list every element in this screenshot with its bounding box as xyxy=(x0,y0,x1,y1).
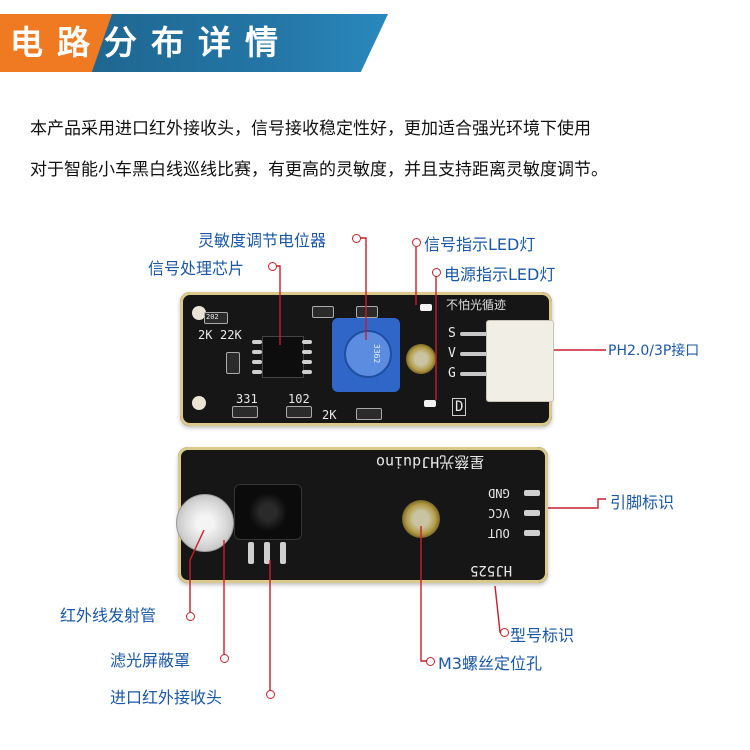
leader-potentiometer xyxy=(356,237,367,340)
chip-pin xyxy=(252,370,262,374)
receiver-lead xyxy=(264,542,270,564)
chip-pin xyxy=(302,350,312,354)
smd-resistor xyxy=(356,306,378,318)
leader-dot xyxy=(266,690,275,699)
potentiometer-knob xyxy=(344,330,392,378)
silk-2k-label-2: 2K xyxy=(322,408,337,422)
label-model-id: 型号标识 xyxy=(510,626,575,645)
label-ir-emitter: 红外线发射管 xyxy=(60,606,157,625)
pin-label-s: S xyxy=(448,326,456,341)
chip-pin xyxy=(252,350,262,354)
edge-pin-pad xyxy=(524,530,540,536)
label-potentiometer: 灵敏度调节电位器 xyxy=(198,231,327,250)
silk-2k-label: 2K xyxy=(198,328,213,342)
connector-pin xyxy=(460,352,490,356)
page-title: 电路分布详情 xyxy=(10,23,292,62)
smd-resistor xyxy=(204,312,228,324)
mount-hole-bottom-left xyxy=(192,396,206,410)
leader-dot xyxy=(352,234,361,243)
leader-chip xyxy=(272,265,281,345)
label-chip: 信号处理芯片 xyxy=(148,259,245,278)
label-pin-id: 引脚标识 xyxy=(610,493,675,512)
silk-22k-label: 22K xyxy=(220,328,242,342)
smd-resistor xyxy=(226,352,240,374)
label-signal-led: 信号指示LED灯 xyxy=(424,235,536,254)
chip-pin xyxy=(302,360,312,364)
label-filter-cover: 滤光屏蔽罩 xyxy=(110,651,191,670)
smd-resistor xyxy=(356,408,382,420)
pin-label-g: G xyxy=(448,366,456,381)
receiver-lead xyxy=(280,542,286,564)
leader-dot xyxy=(432,268,441,277)
label-mount-hole: M3螺丝定位孔 xyxy=(438,654,542,673)
leader-dot xyxy=(500,628,509,637)
chip-pin xyxy=(252,360,262,364)
d-mark: D xyxy=(452,398,467,416)
smd-resistor xyxy=(286,406,312,418)
leader-dot xyxy=(220,654,229,663)
chip-pin xyxy=(302,370,312,374)
filter-shield-cover xyxy=(234,484,302,540)
leader-model-id xyxy=(494,585,506,633)
leader-dot xyxy=(268,262,277,271)
mount-hole-top-left xyxy=(192,306,206,320)
chip-pin xyxy=(302,340,312,344)
pin-label-v: V xyxy=(448,346,456,361)
mount-hole-top-board xyxy=(406,344,436,374)
leader-dot xyxy=(426,657,435,666)
leader-ir-emitter xyxy=(189,529,205,612)
smd-resistor xyxy=(312,306,334,318)
leader-mount-hole xyxy=(420,526,430,662)
label-power-led: 电源指示LED灯 xyxy=(444,265,556,284)
silk-mark: 202 xyxy=(206,313,219,321)
label-ir-receiver: 进口红外接收头 xyxy=(110,688,223,707)
board-silk-text: 不怕光循迹 xyxy=(446,298,507,312)
ph2-connector xyxy=(486,320,554,402)
receiver-lead xyxy=(248,542,254,564)
connector-pin xyxy=(460,332,490,336)
ir-receiver-head xyxy=(249,493,287,531)
signal-processing-chip xyxy=(262,336,304,378)
connector-pin xyxy=(460,372,490,376)
leader-dot xyxy=(412,238,421,247)
description-line-1: 本产品采用进口红外接收头，信号接收稳定性好，更加适合强光环境下使用 xyxy=(30,119,591,139)
smd-resistor xyxy=(232,406,258,418)
title-banner-accent xyxy=(0,14,112,72)
edge-pin-pad xyxy=(524,490,540,496)
silk-331-label: 331 xyxy=(236,392,258,406)
power-led xyxy=(424,400,436,407)
leader-dot xyxy=(186,612,195,621)
silk-102-label: 102 xyxy=(288,392,310,406)
chip-pin xyxy=(252,340,262,344)
description-line-2: 对于智能小车黑白线巡线比赛，有更高的灵敏度，并且支持距离灵敏度调节。 xyxy=(30,160,608,180)
label-connector: PH2.0/3P接口 xyxy=(608,343,700,359)
leader-pin-id xyxy=(548,498,606,509)
signal-led xyxy=(420,304,432,311)
edge-pin-pad xyxy=(524,510,540,516)
